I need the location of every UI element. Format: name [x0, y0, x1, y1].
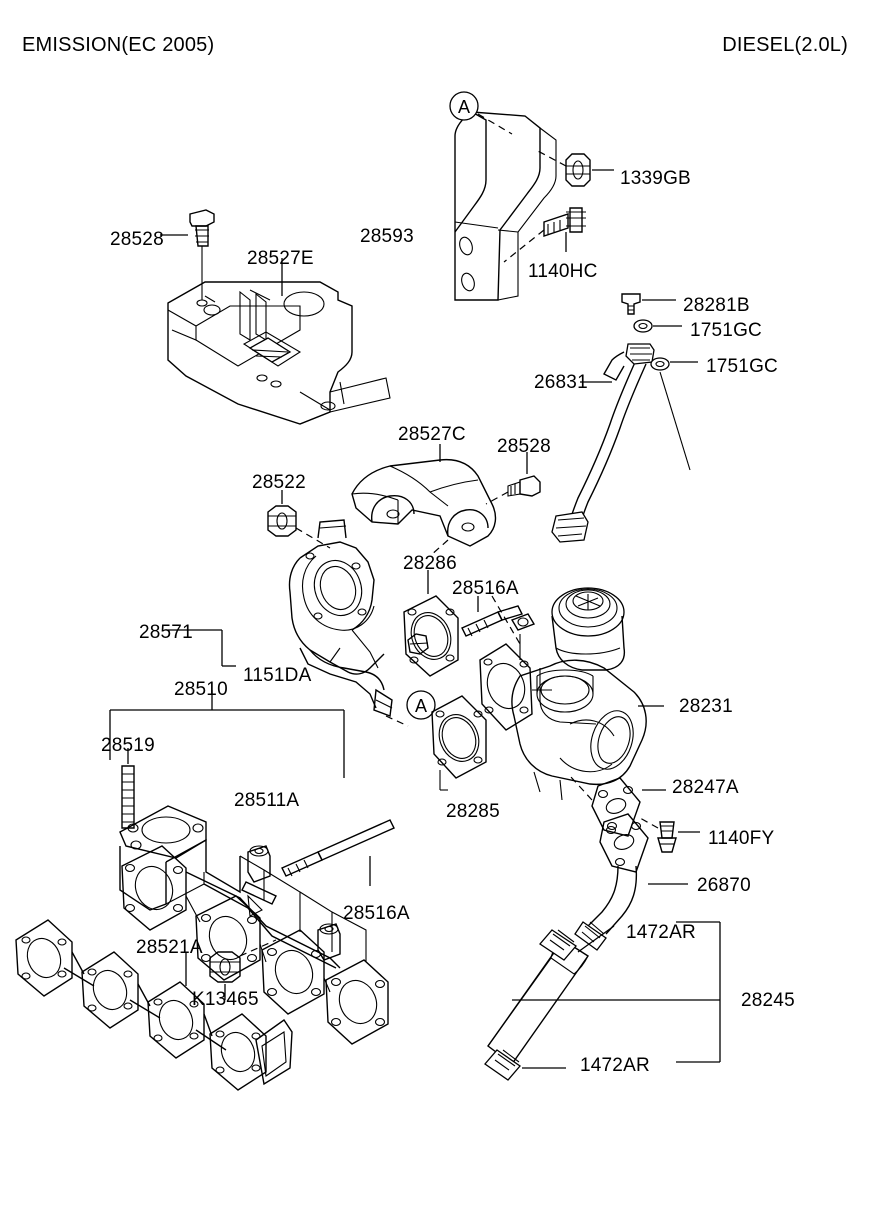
part-label-28286: 28286	[403, 553, 457, 574]
part-shape-28231	[479, 587, 664, 801]
part-shape-28245	[484, 921, 721, 1081]
part-label-28516A-lower: 28516A	[343, 903, 410, 924]
part-shape-28571	[168, 519, 429, 727]
part-shape-28521A	[15, 919, 293, 1091]
part-label-28281B: 28281B	[683, 295, 750, 316]
part-shape-28516A-lower	[241, 819, 395, 905]
part-label-28245: 28245	[741, 990, 795, 1011]
header-emission-standard: EMISSION(EC 2005)	[22, 34, 215, 56]
part-label-28231: 28231	[679, 696, 733, 717]
part-label-28527E: 28527E	[247, 248, 314, 269]
part-label-1339GB: 1339GB	[620, 168, 691, 189]
part-shape-28528-lower	[485, 452, 541, 505]
part-label-28519: 28519	[101, 735, 155, 756]
part-shape-28281B	[621, 293, 676, 315]
part-label-28528-upper: 28528	[110, 229, 164, 250]
part-label-28522: 28522	[252, 472, 306, 493]
part-shape-1751GC-lower	[650, 357, 698, 471]
part-label-1140HC: 1140HC	[528, 261, 598, 282]
part-shape-28285	[431, 695, 487, 791]
callout-a-lower	[406, 690, 436, 720]
part-shape-26870	[574, 813, 688, 951]
part-shape-28519	[121, 748, 135, 829]
callout-a-upper	[449, 91, 513, 135]
svg-text:A: A	[458, 97, 470, 117]
part-shape-K13465	[209, 939, 277, 1000]
part-label-28247A: 28247A	[672, 777, 739, 798]
part-label-K13465: K13465	[192, 989, 259, 1010]
part-label-28527C: 28527C	[398, 424, 466, 445]
svg-text:A: A	[415, 696, 427, 716]
part-label-28516A-upper: 28516A	[452, 578, 519, 599]
header-engine-type: DIESEL(2.0L)	[722, 34, 848, 56]
part-shape-28286	[403, 570, 459, 677]
part-shape-28527C	[351, 444, 497, 557]
part-label-1751GC-upper: 1751GC	[690, 320, 762, 341]
part-label-28511A: 28511A	[234, 790, 300, 811]
part-label-26831: 26831	[534, 372, 588, 393]
part-label-28521A: 28521A	[136, 937, 203, 958]
part-shape-1140FY	[639, 817, 700, 853]
part-shape-28516A-upper	[461, 596, 523, 637]
part-label-1140FY: 1140FY	[708, 828, 775, 849]
part-shape-1751GC-upper	[633, 319, 682, 333]
part-label-28593: 28593	[360, 226, 414, 247]
part-label-28528-lower: 28528	[497, 436, 551, 457]
part-shape-28527E	[167, 258, 391, 425]
part-label-28510: 28510	[174, 679, 228, 700]
part-shape-28528-upper	[160, 209, 215, 307]
part-label-1472AR-upper: 1472AR	[626, 922, 696, 943]
part-label-1151DA: 1151DA	[243, 665, 312, 686]
part-shape-28247A	[569, 775, 666, 837]
part-label-26870: 26870	[697, 875, 751, 896]
part-label-1751GC-lower: 1751GC	[706, 356, 778, 377]
part-shape-1339GB	[535, 149, 614, 187]
part-label-1472AR-lower: 1472AR	[580, 1055, 650, 1076]
part-shape-26831	[551, 343, 655, 543]
part-label-28285: 28285	[446, 801, 500, 822]
part-shape-28593	[454, 111, 557, 301]
part-label-28571: 28571	[139, 622, 193, 643]
part-shape-1140HC	[503, 207, 586, 263]
part-shape-28522	[267, 490, 331, 549]
